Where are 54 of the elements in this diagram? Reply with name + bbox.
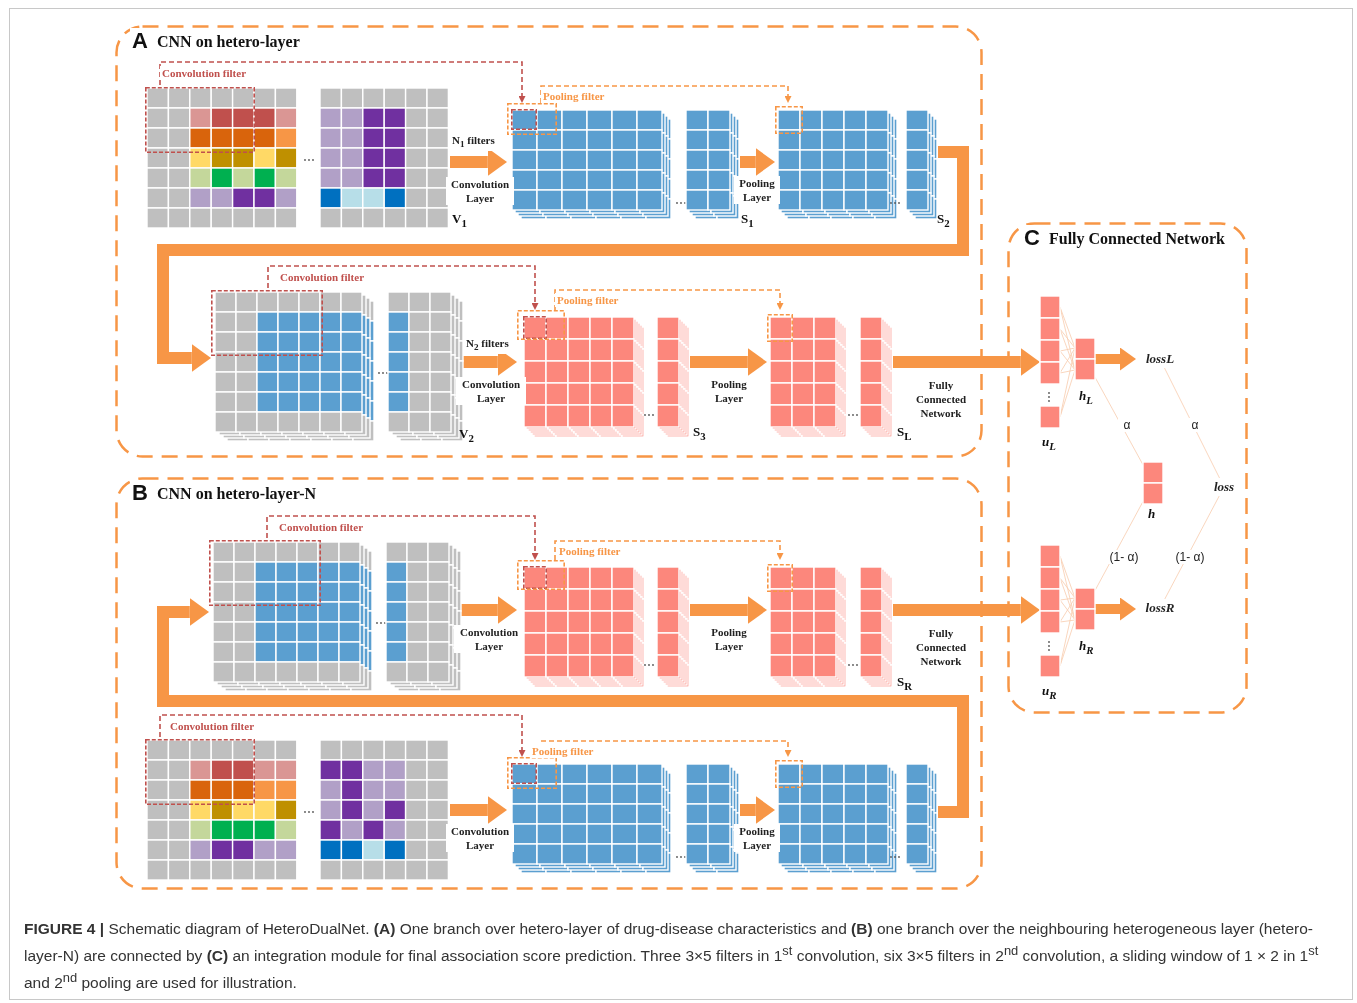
connector-line xyxy=(1094,376,1144,466)
edge-label: Pooling Layer xyxy=(734,176,780,204)
layer-label: S$_{3}$ xyxy=(693,424,706,442)
dashed-panel xyxy=(115,477,983,890)
arrow xyxy=(1095,597,1136,621)
layer-label: h$_{L}$ xyxy=(1079,388,1093,406)
dashed-arrow xyxy=(159,714,526,757)
edge-label: Convolution filter xyxy=(160,66,249,80)
arrow xyxy=(690,348,767,376)
edge-label: Convolution Layer xyxy=(456,377,526,405)
dashed-arrow xyxy=(540,85,792,104)
arrow xyxy=(893,348,1040,376)
arrow xyxy=(1095,347,1136,371)
dashed-arrow xyxy=(267,265,539,310)
arrow xyxy=(740,796,775,824)
layer-label: S$_{2}$ xyxy=(937,211,950,229)
dashed-panel xyxy=(115,25,983,458)
layer-label: S$_{L}$ xyxy=(897,424,912,442)
panel-title: Fully Connected Network xyxy=(1049,230,1228,248)
edge-label: Pooling filter xyxy=(530,744,596,758)
layer-label: u$_{L}$ xyxy=(1042,434,1056,452)
panel-title: CNN on hetero-layer xyxy=(157,33,303,51)
arrow xyxy=(157,146,969,372)
edge-label: Pooling Layer xyxy=(734,824,780,852)
edge-label: Pooling filter xyxy=(555,293,621,307)
figure-caption: FIGURE 4 | Schematic diagram of HeteroDualNet. (A) One branch over hetero-layer of drug-disease characteristics and (B) one branch over the neighbouring heterogeneous layer (hetero-layer-N) are connected by (C) an integration module for final association score prediction. Three 3×5 filters in 1$^{st}$ convolution, six 3×5 filters in 2$^{nd}$ convolution, a sliding window of 1 × 2 in 1$^{st}$ and 2$^{nd}$ pooling are used for illustration. xyxy=(24,919,1320,994)
arrow xyxy=(450,796,507,824)
dashed-arrow xyxy=(266,515,539,560)
connector-line xyxy=(1164,495,1220,600)
edge-label: Convolution Layer xyxy=(446,177,514,205)
output-label: lossL xyxy=(1136,350,1184,368)
layer-label: h xyxy=(1148,506,1156,522)
layer-label: h$_{R}$ xyxy=(1079,638,1094,656)
dashed-arrow xyxy=(159,61,526,103)
connector-line xyxy=(1164,367,1220,479)
dashed-panel xyxy=(1007,222,1248,714)
arrow xyxy=(740,148,775,176)
arrow xyxy=(157,598,969,818)
edge-label: Pooling filter xyxy=(541,89,607,103)
dashed-arrow xyxy=(540,740,792,758)
output-label: lossR xyxy=(1136,599,1184,617)
layer-label: S$_{1}$ xyxy=(741,211,754,229)
connector-line xyxy=(1094,501,1144,591)
layer-label: V$_{2}$ xyxy=(459,426,474,444)
arrow xyxy=(461,596,517,624)
output-label: loss xyxy=(1206,478,1242,496)
dashed-arrow xyxy=(554,289,784,311)
layer-label: V$_{1}$ xyxy=(452,211,467,229)
layer-label: S$_{R}$ xyxy=(897,674,913,692)
dashed-arrow xyxy=(554,540,784,561)
arrow xyxy=(690,596,767,624)
layer-label: u$_{R}$ xyxy=(1042,683,1057,701)
arrow xyxy=(893,596,1040,624)
edge-label: Convolution Layer xyxy=(446,824,514,852)
